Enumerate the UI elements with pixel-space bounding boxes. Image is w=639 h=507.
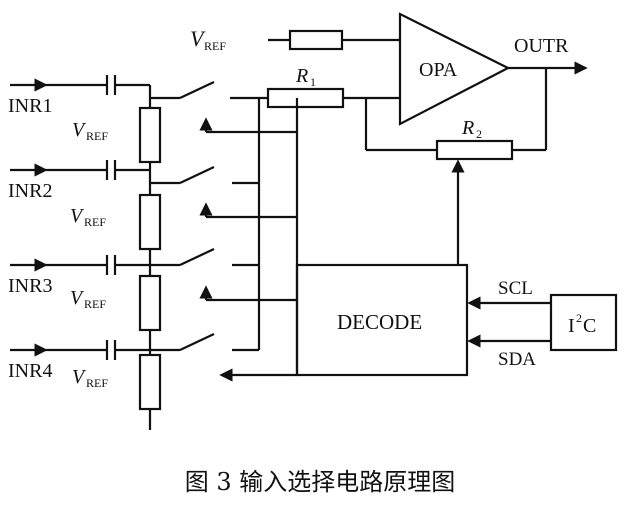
r1-path <box>230 87 400 109</box>
ladder-resistor-4 <box>138 353 162 411</box>
i2c-label-i: I <box>568 315 575 337</box>
r2-feedback <box>364 68 548 265</box>
resistor-top <box>288 29 344 51</box>
i2c-block <box>549 293 618 352</box>
input-label-3: INR3 <box>8 275 52 297</box>
input-channel-3 <box>10 248 215 275</box>
vref-label-3: V <box>70 287 85 309</box>
ladder-resistor-1 <box>138 106 162 164</box>
r2-label: R <box>461 117 474 139</box>
vref-label-top: V <box>190 26 206 51</box>
r1-sub: 1 <box>310 75 316 89</box>
vref-sub-4: REF <box>86 376 108 390</box>
scl-label: SCL <box>498 278 533 299</box>
i2c-label-sup: 2 <box>576 311 582 325</box>
vref-label-2: V <box>70 205 85 227</box>
decode-label: DECODE <box>337 310 422 334</box>
vref-sub-top: REF <box>204 39 226 53</box>
i2c-label-c: C <box>583 315 596 337</box>
vref-sub-2: REF <box>84 215 106 229</box>
opa-label: OPA <box>419 59 458 81</box>
r1-label: R <box>295 65 308 87</box>
vref-sub-1: REF <box>86 129 108 143</box>
input-channel-2 <box>10 160 215 185</box>
vref-sub-3: REF <box>84 297 106 311</box>
input-label-4: INR4 <box>8 360 52 382</box>
sda-label: SDA <box>498 349 536 370</box>
ladder-resistor-2 <box>138 193 162 251</box>
vref-label-4: V <box>72 366 87 388</box>
input-label-1: INR1 <box>8 95 52 117</box>
outr-label: OUTR <box>514 35 569 57</box>
figure-caption: 图 3 输入选择电路原理图 <box>185 468 456 496</box>
resistor-r2 <box>435 139 514 161</box>
resistor-r1 <box>266 87 345 109</box>
ladder-resistor-3 <box>138 274 162 332</box>
vref-top <box>268 29 400 51</box>
input-channel-4 <box>10 333 215 360</box>
vref-label-1: V <box>72 119 87 141</box>
resistor-ladder <box>138 85 162 430</box>
r2-sub: 2 <box>476 127 482 141</box>
input-label-2: INR2 <box>8 180 52 202</box>
input-channel-1 <box>10 75 215 100</box>
